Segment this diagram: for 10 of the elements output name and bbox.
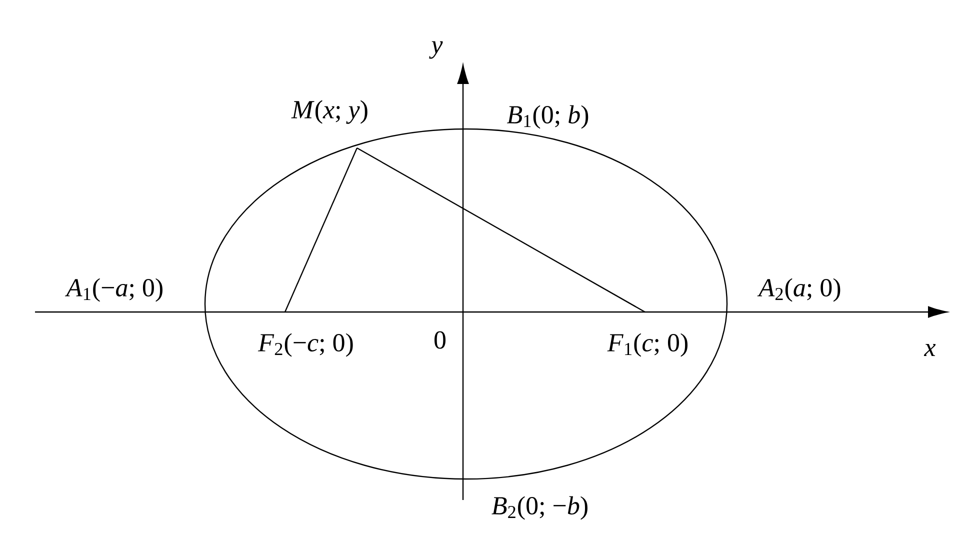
axis-label: x (924, 344, 936, 356)
point-label: B$_{1}$(0; b) (506, 105, 588, 129)
point-label: A$_{1}$(−a; 0) (64, 278, 162, 302)
point-label: M(x; y) (291, 100, 368, 124)
point-label: B$_{2}$(0; −b) (492, 496, 588, 520)
origin-label: 0 (434, 331, 446, 349)
point-label: F$_{2}$(−c; 0) (258, 333, 353, 357)
axis-label: y (429, 41, 443, 59)
point-label: F$_{1}$(c; 0) (607, 333, 688, 357)
point-label: A$_{2}$(a; 0) (757, 278, 840, 302)
